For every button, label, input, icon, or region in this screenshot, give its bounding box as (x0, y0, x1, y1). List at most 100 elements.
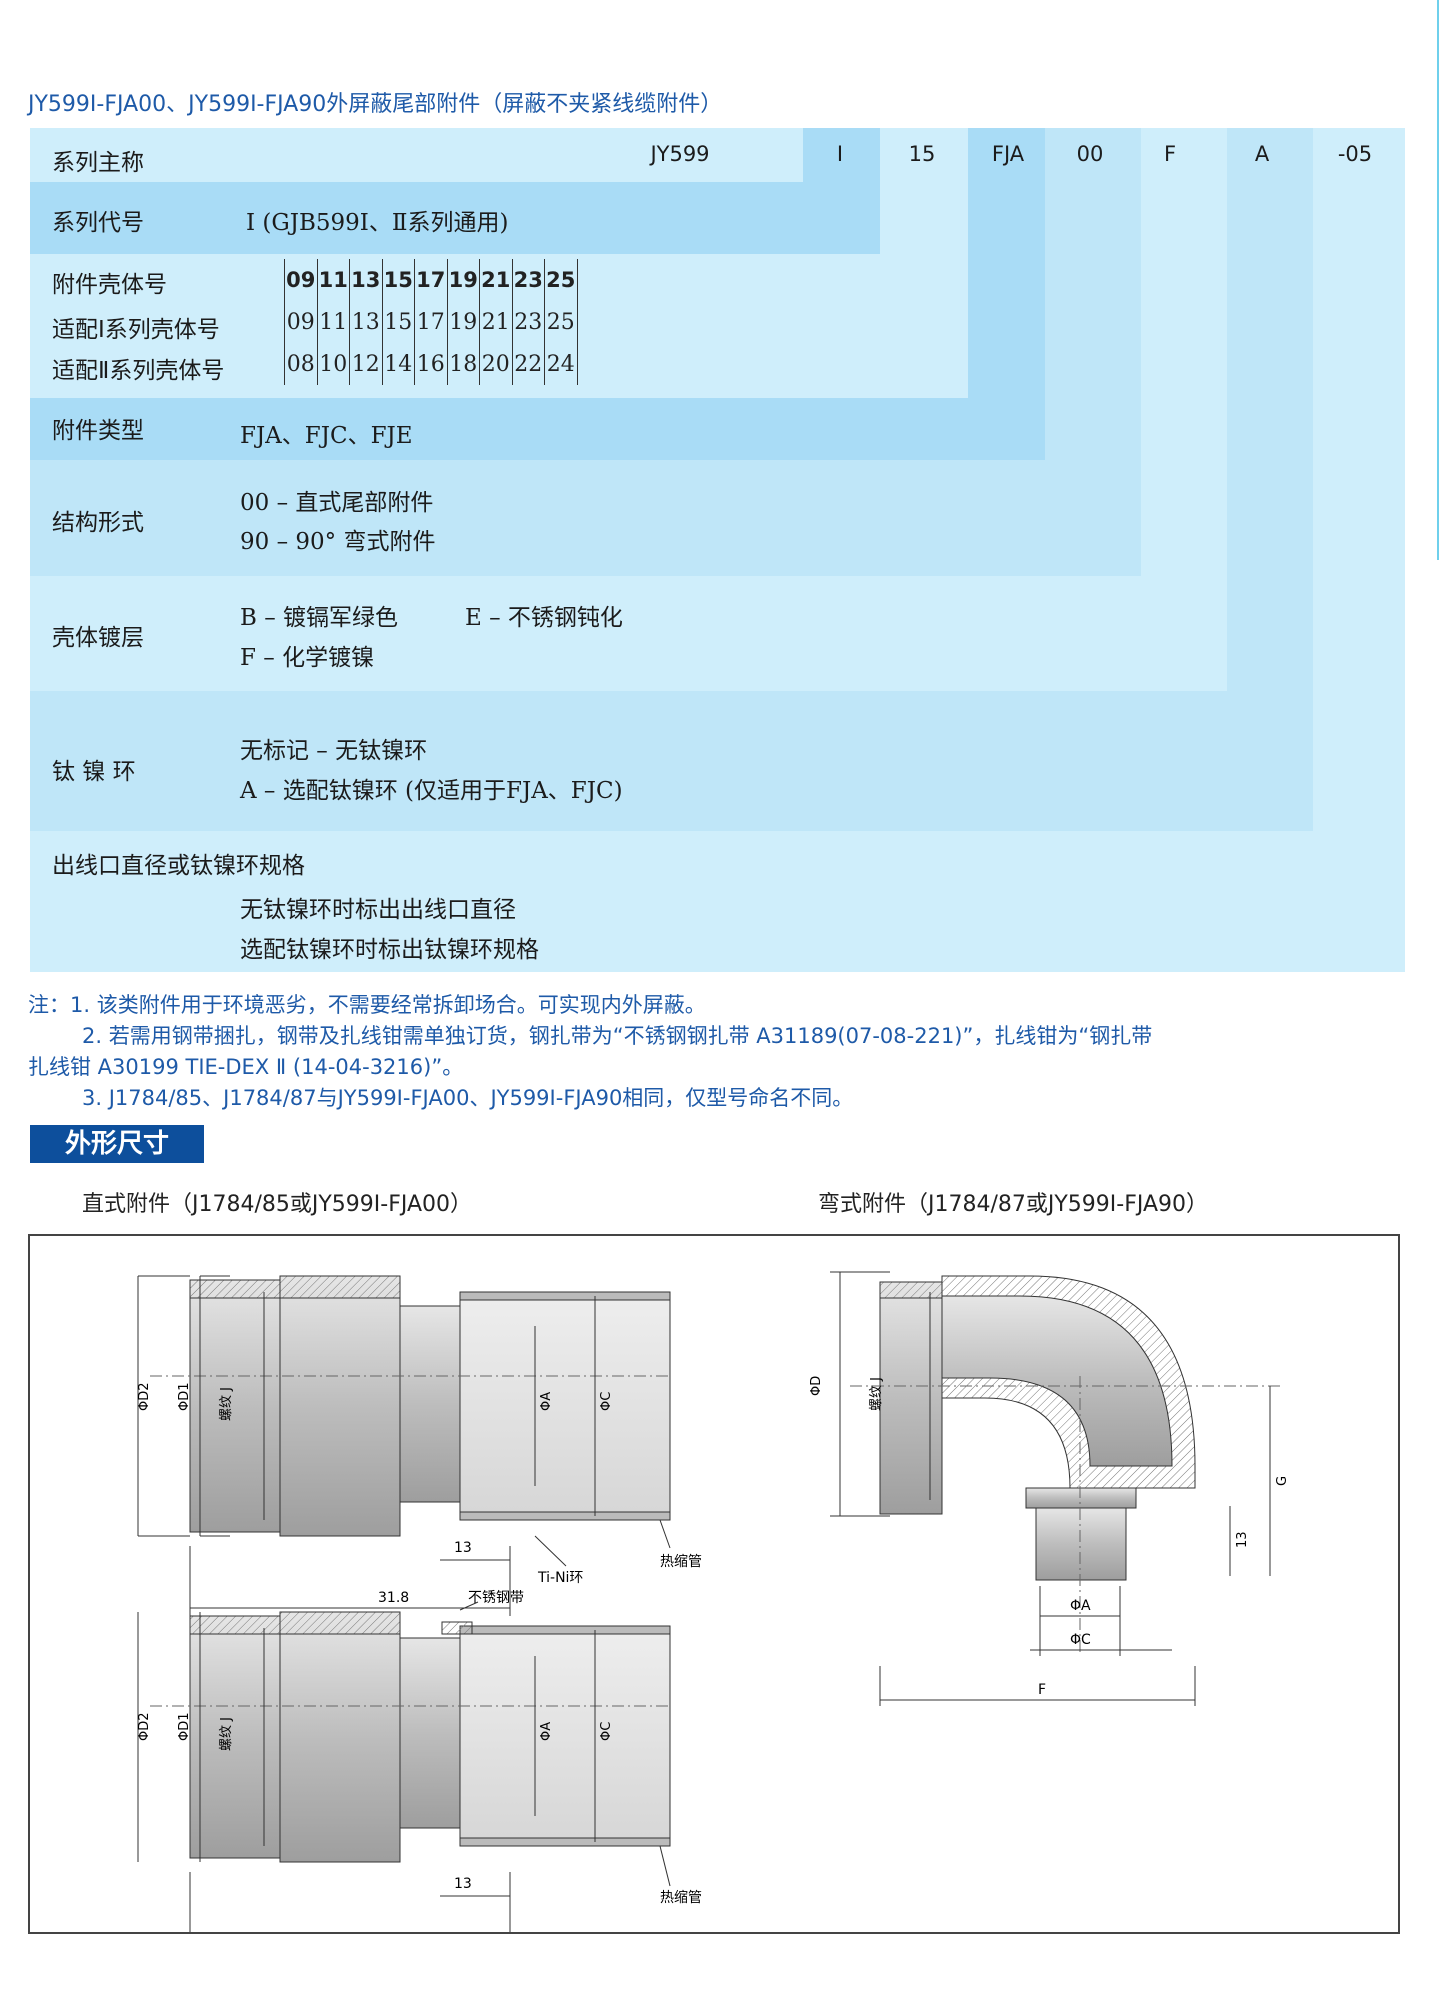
series-code-label: 系列代号 (52, 210, 144, 236)
dimension-drawings: ΦD2 ΦD1 螺纹 J ΦA ΦC 13 31.8 Ti-Ni环 热缩管 (137, 1271, 1290, 1952)
ring-value: A – 选配钛镍环 (仅适用于FJA、FJC) (240, 778, 623, 804)
dim-thread: 螺纹 J (219, 1387, 234, 1421)
note-line: 3. J1784/85、J1784/87与JY599Ⅰ-FJA00、JY599Ⅰ… (82, 1086, 854, 1110)
outlet-label: 出线口直径或钛镍环规格 (52, 853, 305, 879)
dim-c: ΦC (599, 1392, 614, 1411)
shell-cell: 15 (381, 259, 415, 301)
shell-cell: 11 (316, 259, 350, 301)
shell-row-label: 适配Ⅱ系列壳体号 (52, 358, 225, 384)
dim-d: ΦD (809, 1376, 824, 1396)
label-steel-band: 不锈钢带 (468, 1590, 524, 1606)
dim-a: ΦA (539, 1722, 554, 1741)
accessory-type-label: 附件类型 (52, 418, 144, 444)
section-title: 外形尺寸 (30, 1125, 204, 1163)
dim-c: ΦC (599, 1722, 614, 1741)
shell-row-label: 适配Ⅰ系列壳体号 (52, 317, 220, 343)
dim-13: 13 (454, 1540, 472, 1556)
note-line: 注：1. 该类附件用于环境恶劣，不需要经常拆卸场合。可实现内外屏蔽。 (28, 993, 706, 1017)
shell-cell: 19 (446, 301, 480, 343)
straight-accessory-drawing: ΦD2 ΦD1 螺纹 J ΦA ΦC 13 31.8 Ti-Ni环 热缩管 (137, 1275, 702, 1616)
shell-cell: 21 (479, 259, 512, 301)
label-tini-ring: Ti-Ni环 (537, 1570, 583, 1586)
structure-label: 结构形式 (52, 510, 144, 536)
dim-thread: 螺纹 J (869, 1377, 884, 1411)
shell-cell: 19 (446, 259, 480, 301)
shell-cell: 21 (479, 301, 512, 343)
plating-value: B – 镀镉军绿色 (240, 605, 399, 631)
shell-cell: 10 (316, 343, 350, 385)
label-heat-shrink: 热缩管 (660, 1890, 702, 1906)
shell-cell: 23 (511, 259, 545, 301)
plating-value: E – 不锈钢钝化 (465, 605, 623, 631)
dim-c: ΦC (1070, 1632, 1091, 1648)
dim-f: F (1038, 1682, 1046, 1698)
shell-cell: 25 (544, 301, 578, 343)
drawing-frame: ΦD2 ΦD1 螺纹 J ΦA ΦC 13 31.8 Ti-Ni环 热缩管 (28, 1234, 1400, 1952)
series-code-value: Ⅰ (GJB599Ⅰ、Ⅱ系列通用) (246, 210, 509, 236)
shell-cell: 25 (544, 259, 578, 301)
edge-rule (1437, 0, 1439, 560)
ring-label: 钛 镍 环 (52, 759, 136, 785)
notes: 注：1. 该类附件用于环境恶劣，不需要经常拆卸场合。可实现内外屏蔽。 2. 若需… (28, 990, 1428, 1114)
outlet-value: 选配钛镍环时标出钛镍环规格 (240, 937, 539, 963)
dim-d2: ΦD2 (137, 1712, 152, 1741)
dim-d1: ΦD1 (177, 1712, 192, 1741)
ring-value: 无标记 – 无钛镍环 (240, 738, 428, 764)
note-line: 扎线钳 A30199 TIE-DEX Ⅱ (14-04-3216)”。 (28, 1055, 464, 1079)
shell-cell: 13 (349, 259, 382, 301)
page-title: JY599Ⅰ-FJA00、JY599Ⅰ-FJA90外屏蔽尾部附件（屏蔽不夹紧线缆… (28, 92, 723, 117)
dim-d2: ΦD2 (137, 1382, 152, 1411)
plating-value: F – 化学镀镍 (240, 645, 375, 671)
shell-cell: 14 (381, 343, 415, 385)
code-type: FJA (991, 142, 1025, 166)
code-shell: 15 (908, 142, 936, 166)
code-structure: 00 (1076, 142, 1104, 166)
shell-cell: 15 (381, 301, 415, 343)
code-class: Ⅰ (836, 142, 844, 166)
shell-cell: 17 (414, 301, 447, 343)
shell-cell: 12 (349, 343, 382, 385)
code-series: JY599 (650, 142, 710, 166)
shell-cell: 20 (479, 343, 512, 385)
shell-cell: 24 (544, 343, 578, 385)
dim-13: 13 (454, 1876, 472, 1892)
label-heat-shrink: 热缩管 (660, 1554, 702, 1570)
shell-row-label: 附件壳体号 (52, 272, 167, 298)
structure-value: 00 – 直式尾部附件 (240, 490, 434, 516)
series-name-label: 系列主称 (52, 150, 144, 176)
band-series-name (30, 128, 803, 182)
table-row: 08 10 12 14 16 18 20 22 24 (284, 343, 578, 385)
dim-thread: 螺纹 J (219, 1717, 234, 1751)
shell-cell: 09 (284, 259, 317, 301)
table-row: 09 11 13 15 17 19 21 23 25 (284, 301, 578, 343)
dim-g: G (1275, 1476, 1290, 1486)
shell-cell: 18 (446, 343, 480, 385)
shell-cell: 17 (414, 259, 447, 301)
shell-cell: 23 (511, 301, 545, 343)
shell-cell: 08 (284, 343, 317, 385)
dim-13: 13 (1235, 1531, 1250, 1548)
dim-31-8: 31.8 (378, 1590, 409, 1606)
accessory-type-value: FJA、FJC、FJE (240, 423, 413, 449)
code-plating: F (1163, 142, 1177, 166)
shell-cell: 11 (316, 301, 350, 343)
shell-size-table: 09 11 13 15 17 19 21 23 25 09 11 13 15 1… (284, 259, 578, 385)
shell-cell: 16 (414, 343, 447, 385)
straight-accessory-band-drawing: ΦD2 ΦD1 螺纹 J ΦA ΦC 13 不锈钢带 热缩管 (137, 1590, 702, 1952)
outlet-value: 无钛镍环时标出出线口直径 (240, 897, 516, 923)
plating-label: 壳体镀层 (52, 625, 144, 651)
note-line: 2. 若需用钢带捆扎，钢带及扎线钳需单独订货，钢扎带为“不锈钢钢扎带 A3118… (82, 1024, 1153, 1048)
code-outlet: -05 (1337, 142, 1373, 166)
shell-cell: 09 (284, 301, 317, 343)
elbow-accessory-drawing: ΦD 螺纹 J G 13 ΦA ΦC F (809, 1271, 1290, 1706)
dim-d1: ΦD1 (177, 1382, 192, 1411)
code-ring: A (1254, 142, 1270, 166)
dim-a: ΦA (1070, 1598, 1091, 1614)
shell-cell: 13 (349, 301, 382, 343)
elbow-title: 弯式附件（J1784/87或JY599I-FJA90） (818, 1192, 1209, 1217)
dim-a: ΦA (539, 1392, 554, 1411)
straight-title: 直式附件（J1784/85或JY599I-FJA00） (82, 1192, 473, 1217)
table-row: 09 11 13 15 17 19 21 23 25 (284, 259, 578, 301)
shell-cell: 22 (511, 343, 545, 385)
